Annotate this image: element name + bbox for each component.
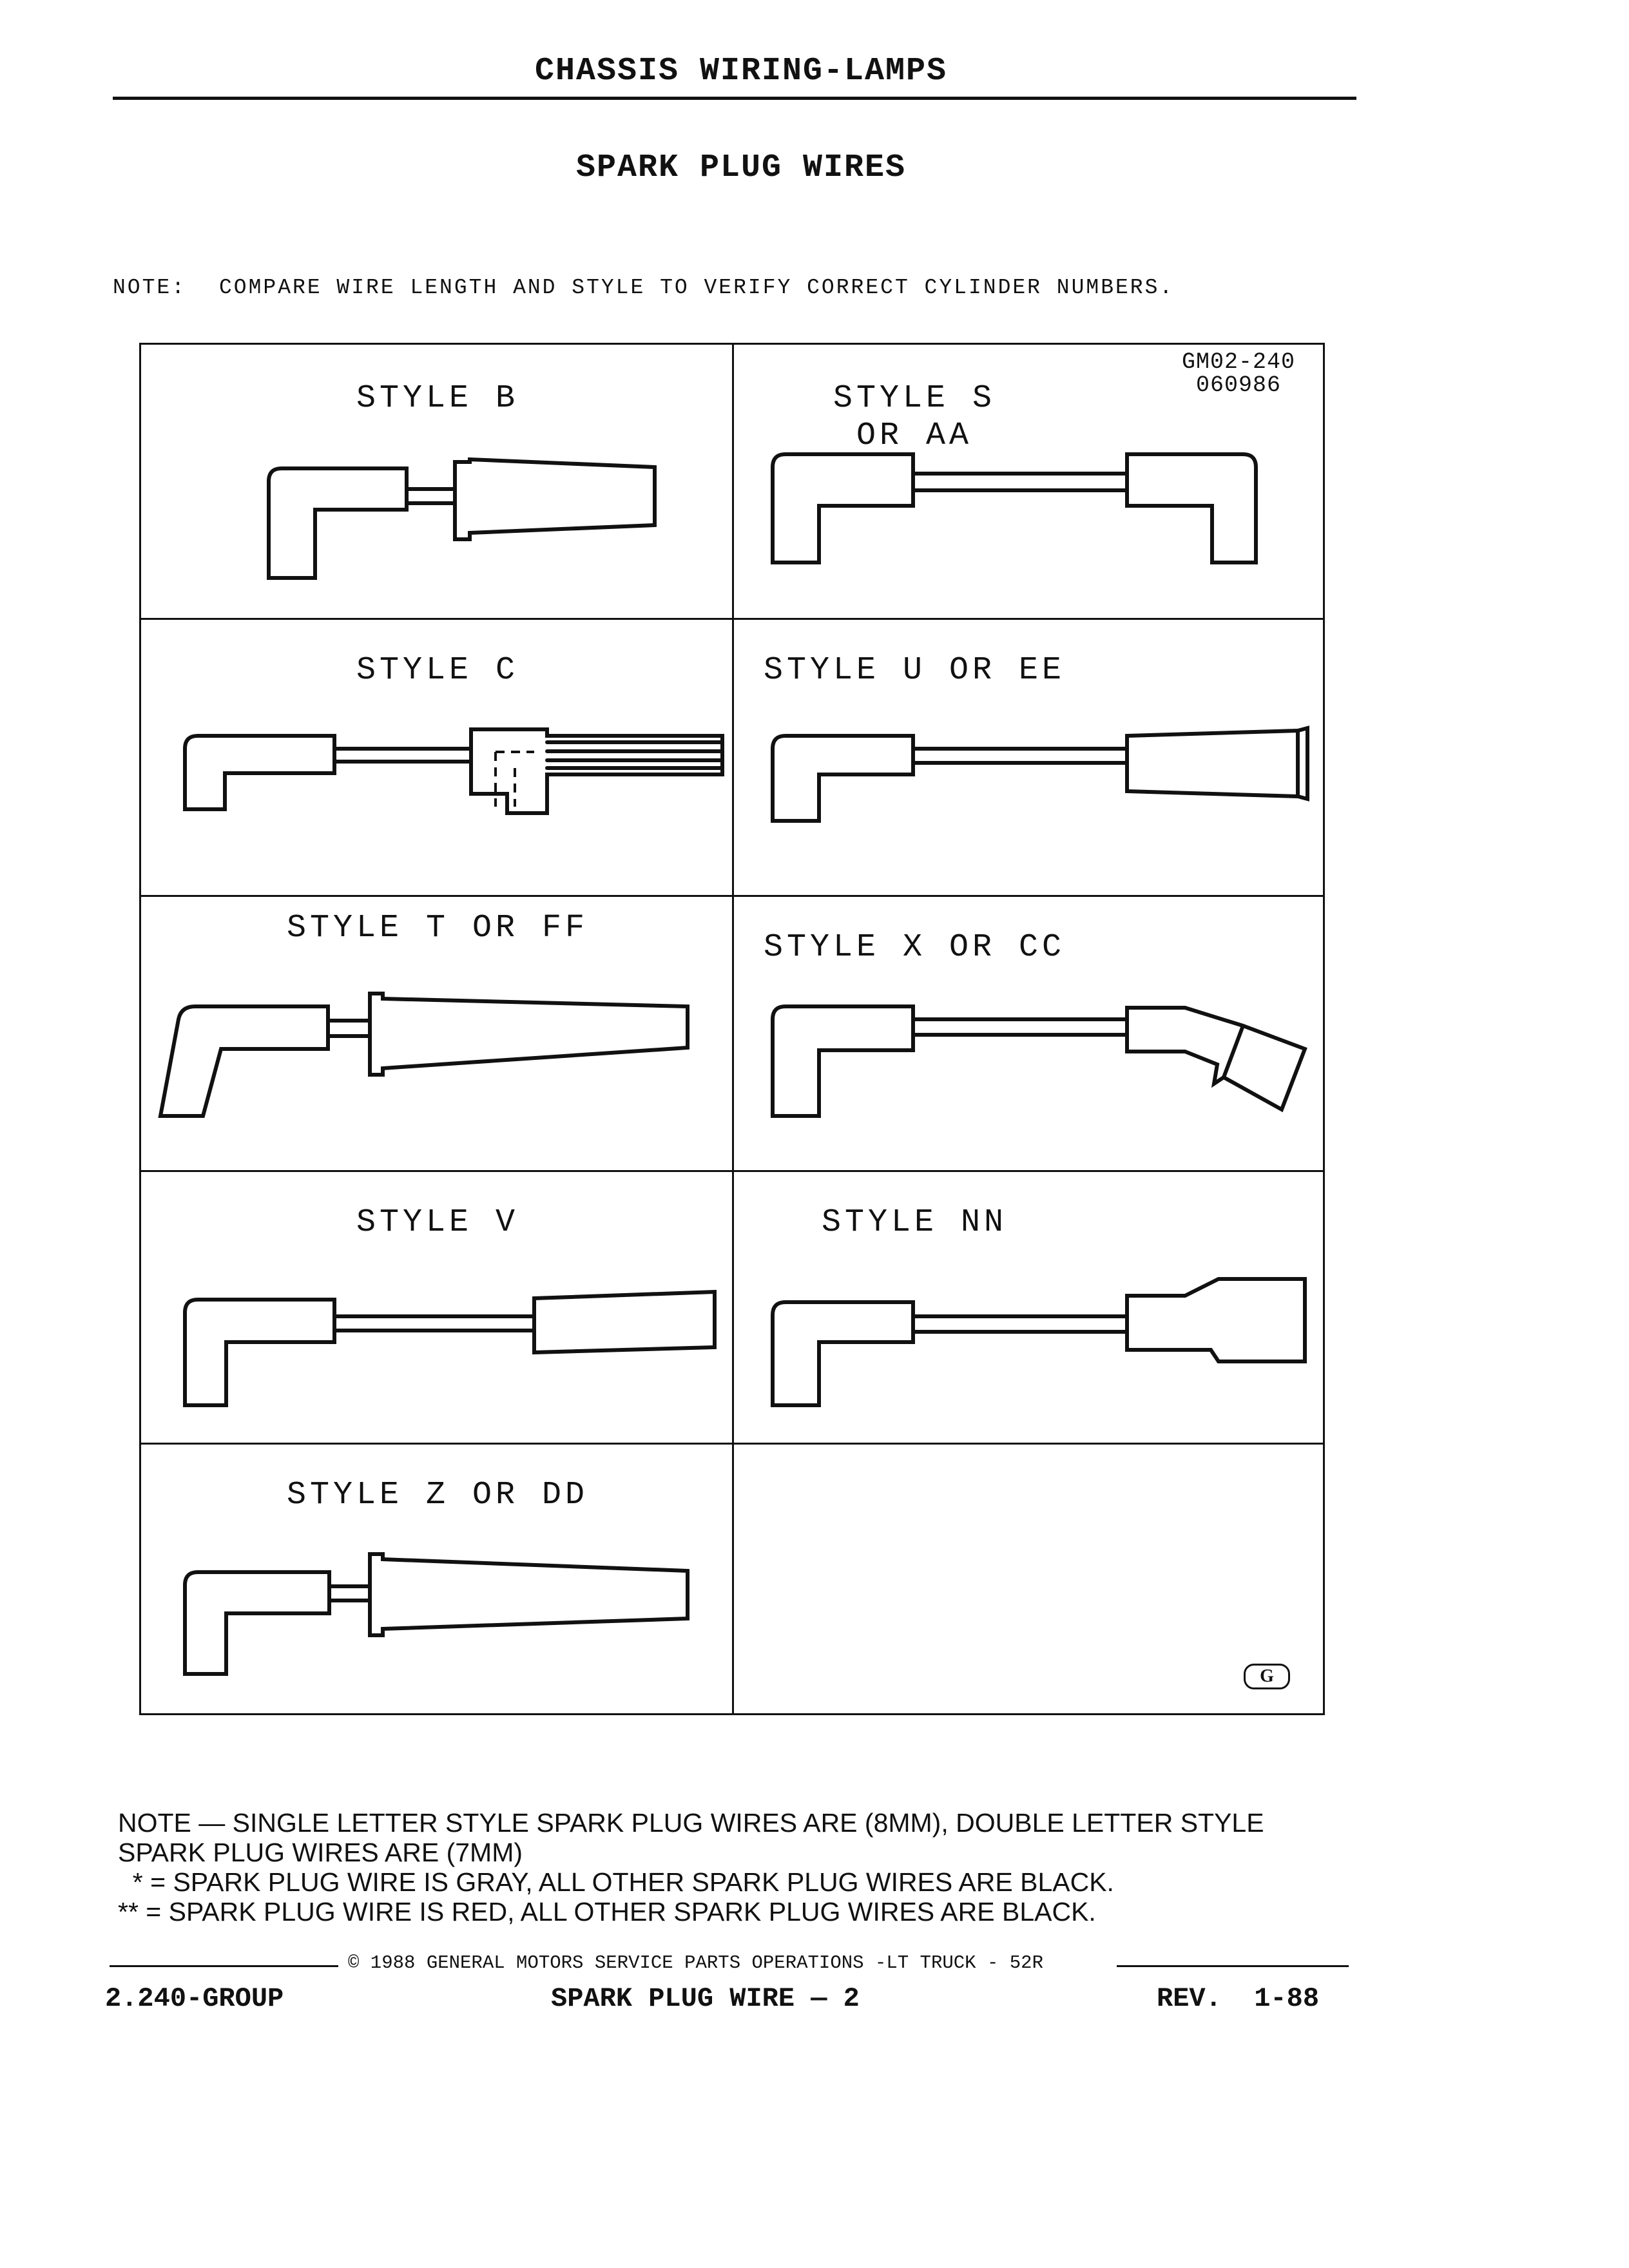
wire-style-c-drawing xyxy=(183,727,724,815)
cell-empty xyxy=(734,1445,1325,1715)
wire-style-nn-drawing xyxy=(771,1277,1307,1407)
bottom-note-line1: NOTE — SINGLE LETTER STYLE SPARK PLUG WI… xyxy=(118,1808,1264,1838)
page-title: SPARK PLUG WIRES xyxy=(575,149,907,186)
cell-style-u: STYLE U OR EE xyxy=(734,620,1325,897)
style-label: STYLE U OR EE xyxy=(763,652,1066,689)
cell-style-b: STYLE B xyxy=(141,345,734,620)
wire-style-s-drawing xyxy=(771,452,1258,564)
style-label: STYLE Z OR DD xyxy=(286,1477,589,1514)
footer-rule-right xyxy=(1117,1965,1349,1967)
section-title: CHASSIS WIRING-LAMPS xyxy=(534,53,948,90)
page-reference: SPARK PLUG WIRE — 2 xyxy=(551,1983,860,2014)
wire-style-v-drawing xyxy=(183,1289,717,1407)
style-label: STYLE V xyxy=(356,1204,519,1241)
figure-reference-id: GM02-240 060986 xyxy=(1182,351,1295,397)
cell-style-nn: STYLE NN xyxy=(734,1172,1325,1445)
top-note-text: COMPARE WIRE LENGTH AND STYLE TO VERIFY … xyxy=(219,276,1175,300)
bottom-note: NOTE — SINGLE LETTER STYLE SPARK PLUG WI… xyxy=(118,1808,1264,1927)
style-label: STYLE X OR CC xyxy=(763,929,1066,966)
wire-style-u-drawing xyxy=(771,726,1309,823)
bottom-note-line3: * = SPARK PLUG WIRE IS GRAY, ALL OTHER S… xyxy=(118,1867,1114,1897)
wire-style-b-drawing xyxy=(267,457,657,580)
cell-style-x: STYLE X OR CC xyxy=(734,897,1325,1172)
cell-style-v: STYLE V xyxy=(141,1172,734,1445)
cell-style-c: STYLE C xyxy=(141,620,734,897)
group-number: 2.240-GROUP xyxy=(105,1983,284,2014)
figure-reference-line2: 060986 xyxy=(1196,372,1282,398)
header-rule xyxy=(113,97,1356,100)
wire-style-grid: STYLE B STYLE S OR AA STYLE C STYLE U OR… xyxy=(139,343,1325,1715)
wire-style-x-drawing xyxy=(771,1004,1307,1118)
style-label: STYLE B xyxy=(356,380,519,417)
top-note-label: NOTE: xyxy=(113,276,187,300)
bottom-note-line4: ** = SPARK PLUG WIRE IS RED, ALL OTHER S… xyxy=(118,1897,1096,1927)
cell-style-z: STYLE Z OR DD xyxy=(141,1445,734,1715)
style-label: STYLE NN xyxy=(821,1204,1008,1241)
style-label: STYLE T OR FF xyxy=(286,910,589,947)
bottom-note-line2: SPARK PLUG WIRES ARE (7MM) xyxy=(118,1838,523,1867)
cell-style-t: STYLE T OR FF xyxy=(141,897,734,1172)
figure-reference-line1: GM02-240 xyxy=(1182,349,1296,375)
wire-style-t-drawing xyxy=(158,992,689,1118)
style-label: STYLE S OR AA xyxy=(833,380,996,454)
style-label: STYLE C xyxy=(356,652,519,689)
gm-logo: G xyxy=(1244,1664,1290,1689)
wire-style-z-drawing xyxy=(183,1552,689,1676)
footer-rule-left xyxy=(110,1965,338,1967)
cell-style-s: STYLE S OR AA xyxy=(734,345,1325,620)
revision-label: REV. 1-88 xyxy=(1157,1983,1320,2014)
top-note: NOTE: COMPARE WIRE LENGTH AND STYLE TO VE… xyxy=(113,276,1174,300)
copyright-text: © 1988 GENERAL MOTORS SERVICE PARTS OPER… xyxy=(348,1952,1043,1974)
